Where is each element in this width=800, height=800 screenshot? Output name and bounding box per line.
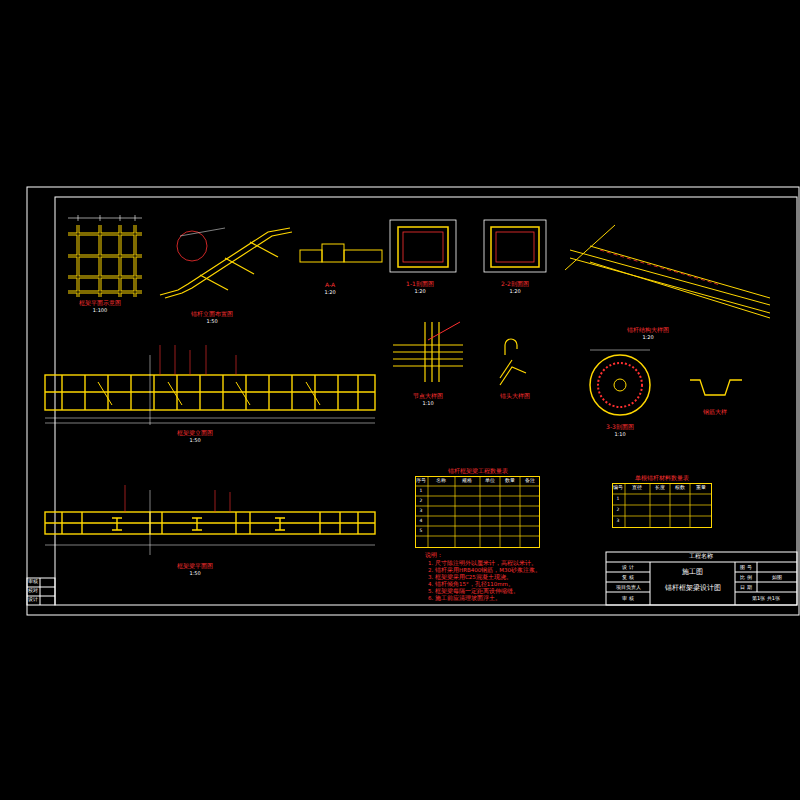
drawing-label: 1:20 <box>642 335 653 340</box>
anchor-head <box>500 339 526 385</box>
drawing-label: 锚杆立面布置图 <box>191 311 233 317</box>
drawing-label: 第1张 共1张 <box>752 596 780 601</box>
stage-name: 施工图 <box>650 568 735 576</box>
quantity-table: 单根锚杆材料数量表 <box>612 483 712 528</box>
drawing-label: 5 <box>420 529 423 534</box>
drawing-label: 1:20 <box>324 290 335 295</box>
drawing-label: 设 计 <box>622 565 634 570</box>
drawing-label: 重量 <box>696 486 706 491</box>
drawing-label: 框架梁立面图 <box>177 430 213 436</box>
drawing-label: 4 <box>420 519 423 524</box>
inner-frame <box>55 197 797 605</box>
drawing-name: 锚杆框架梁设计图 <box>650 585 735 593</box>
table-grid <box>415 476 712 548</box>
drawing-label: 1. 尺寸除注明外以厘米计，高程以米计。 <box>428 561 537 567</box>
drawing-label: A-A <box>325 282 335 288</box>
slope-profile <box>160 228 292 298</box>
drawing-label: 2-2剖面图 <box>501 281 529 287</box>
anchor-section <box>565 225 770 318</box>
drawing-label: 1-1剖面图 <box>406 281 434 287</box>
drawing-label: 单位 <box>485 479 495 484</box>
drawing-label: 5. 框架梁每隔一定距离设伸缩缝。 <box>428 589 519 595</box>
beam-plan <box>45 512 375 534</box>
drawing-label: 1:50 <box>206 319 217 324</box>
drawing-label: 设计 <box>28 598 38 603</box>
drawing-label: 1:20 <box>414 289 425 294</box>
drawing-label: 3-3剖面图 <box>606 424 634 430</box>
drawing-label: 3. 框架梁采用C25混凝土现浇。 <box>428 575 512 581</box>
drawing-label: 如图 <box>772 575 782 580</box>
frame-grid <box>68 225 142 297</box>
drawing-label: 项目负责人 <box>616 585 641 590</box>
title-cell: 施工图锚杆框架梁设计图 <box>650 562 735 605</box>
drawing-label: 锚杆结构大样图 <box>627 327 669 333</box>
drawing-label: 复 核 <box>622 575 634 580</box>
title-block <box>606 552 797 605</box>
drawing-label: 锚头大样图 <box>500 393 530 399</box>
drawing-label: 说明： <box>425 553 443 559</box>
drawing-label: 直径 <box>632 486 642 491</box>
table-title: 锚杆框架梁工程数量表 <box>448 467 508 474</box>
drawing-label: 数量 <box>505 479 515 484</box>
drawing-label: 根数 <box>675 486 685 491</box>
drawing-label: 编号 <box>613 486 623 491</box>
drawing-label: 2 <box>617 508 620 513</box>
drawing-label: 长度 <box>655 486 665 491</box>
drawing-label: 名称 <box>436 479 446 484</box>
beam-elevation <box>45 375 375 410</box>
drawing-label: 比 例 <box>740 575 752 580</box>
drawing-label: 2. 锚杆采用HRB400钢筋，M30砂浆注浆。 <box>428 568 541 574</box>
drawing-label: 3 <box>617 519 620 524</box>
drawing-label: 序号 <box>416 479 426 484</box>
drawing-label: 框架平面示意图 <box>79 300 121 306</box>
drawing-label: 6. 施工前应清理坡面浮土。 <box>428 596 501 602</box>
drawing-label: 1:50 <box>189 438 200 443</box>
drawing-label: 1 <box>617 497 620 502</box>
drawing-label: 框架梁平面图 <box>177 563 213 569</box>
drawing-label: 规格 <box>462 479 472 484</box>
quantity-table: 锚杆框架梁工程数量表 <box>415 476 540 548</box>
drawing-label: 备注 <box>525 479 535 484</box>
drawing-label: 钢筋大样 <box>703 409 727 415</box>
drawing-label: 4. 锚杆倾角15°，孔径110mm。 <box>428 582 514 588</box>
drawing-label: 1:100 <box>93 308 107 313</box>
drawing-label: 审核 <box>28 580 38 585</box>
drawing-label: 1:50 <box>189 571 200 576</box>
drawing-label: 工程名称 <box>689 554 713 560</box>
drawing-label: 1:10 <box>422 401 433 406</box>
drawing-label: 1:20 <box>509 289 520 294</box>
drawing-label: 3 <box>420 509 423 514</box>
outer-frame <box>27 187 799 615</box>
drawing-label: 1:10 <box>614 432 625 437</box>
drawing-label: 日 期 <box>740 585 752 590</box>
joint-detail <box>393 322 463 382</box>
drawing-label: 2 <box>420 499 423 504</box>
drawing-label: 审 核 <box>622 596 634 601</box>
drawing-label: 校对 <box>28 589 38 594</box>
borehole-section <box>590 355 650 415</box>
table-title: 单根锚杆材料数量表 <box>635 474 689 481</box>
drawing-label: 图 号 <box>740 565 752 570</box>
drawing-label: 节点大样图 <box>413 393 443 399</box>
drawing-label: 1 <box>420 489 423 494</box>
